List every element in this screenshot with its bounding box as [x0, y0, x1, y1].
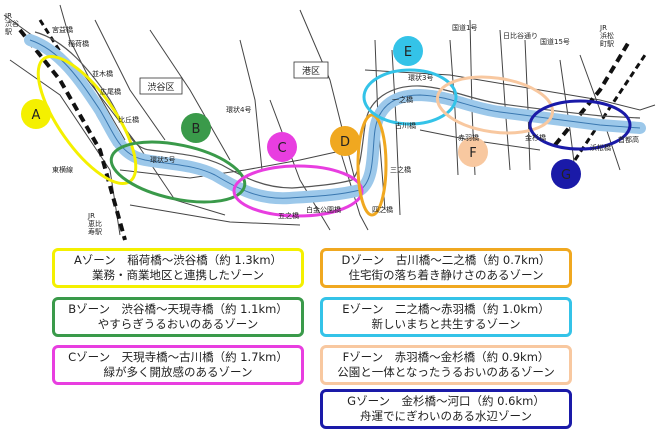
zone-g-outline [528, 99, 632, 151]
zone-f-desc: 公園と一体となったうるおいのあるゾーン [337, 365, 555, 379]
zone-f-marker [458, 137, 488, 167]
bridge-sannohashi: 三之橋 [390, 165, 411, 174]
zone-c-desc: 緑が多く開放感のあるゾーン [103, 365, 253, 379]
bridge-hamasaki: 浜松橋 [590, 143, 611, 152]
bridge-hiroo: 比丘橋 [118, 115, 139, 124]
zone-c-letter: C [277, 141, 286, 156]
bridge-kanasugi: 金杉橋 [525, 133, 546, 142]
zone-g-desc: 舟運でにぎわいのある水辺ゾーン [360, 409, 532, 423]
zone-g-box: Gゾーン 金杉橋～河口（約 0.6km） 舟運でにぎわいのある水辺ゾーン [320, 389, 572, 429]
zone-g-marker [551, 159, 581, 189]
zone-b-letter: B [192, 122, 201, 137]
zone-d-title: Dゾーン 古川橋～二之橋（約 0.7km） [341, 253, 551, 267]
road-kanjo5: 環状5号 [150, 155, 175, 164]
zone-outlines [36, 54, 632, 218]
bridge-labels: 宮益橋 稲荷橋 並木橋 広尾橋 比丘橋 一之橋 古川橋 三之橋 四之橋 白金公園… [52, 25, 611, 220]
zone-b-marker [181, 113, 211, 143]
zone-f-box: Fゾーン 赤羽橋～金杉橋（約 0.9km） 公園と一体となったうるおいのあるゾー… [320, 345, 572, 385]
road-labels: 環状5号 環状4号 環状3号 国道1号 日比谷通り 国道15号 首都高 [150, 23, 639, 164]
zone-e-letter: E [404, 45, 412, 60]
river-edge [29, 39, 641, 199]
zone-c-title: Cゾーン 天現寺橋～古川橋（約 1.7km） [68, 350, 288, 364]
zone-d-outline [356, 113, 388, 217]
road-kanjo3: 環状3号 [408, 73, 433, 82]
ward-labels: 渋谷区 港区 [139, 61, 329, 95]
road-hibiya: 日比谷通り [503, 31, 538, 40]
road-shutoko: 首都高 [618, 135, 639, 144]
zone-e-marker [393, 36, 423, 66]
zone-d-marker [330, 126, 360, 156]
zone-markers: A B C D E F G [21, 36, 581, 189]
zone-b-desc: やすらぎうるおいのあるゾーン [97, 317, 259, 331]
zone-a-title: Aゾーン 稲荷橋～渋谷橋（約 1.3km） [73, 253, 283, 267]
zone-e-title: Eゾーン 二之橋～赤羽橋（約 1.0km） [342, 302, 550, 316]
zone-b-title: Bゾーン 渋谷橋～天現寺橋（約 1.1km） [68, 302, 288, 316]
zone-c-marker [267, 132, 297, 162]
zone-g-title: Gゾーン 金杉橋～河口（約 0.6km） [347, 394, 545, 408]
zone-f-title: Fゾーン 赤羽橋～金杉橋（約 0.9km） [342, 350, 550, 364]
zone-a-marker [21, 99, 51, 129]
zone-d-desc: 住宅街の落ち着き静けさのあるゾーン [348, 268, 544, 282]
ward-minato: 港区 [302, 65, 320, 77]
zone-a-letter: A [32, 108, 41, 123]
bridge-miyamasu: 宮益橋 [52, 25, 73, 34]
road-kokudo1: 国道1号 [452, 23, 477, 32]
zone-c-box: Cゾーン 天現寺橋～古川橋（約 1.7km） 緑が多く開放感のあるゾーン [52, 345, 304, 385]
zone-e-outline [362, 68, 458, 126]
ward-shibuya: 渋谷区 [147, 81, 174, 93]
road-kanjo4: 環状4号 [226, 105, 251, 114]
bridge-gonohashi: 五之橋 [278, 211, 299, 220]
zone-b-box: Bゾーン 渋谷橋～天現寺橋（約 1.1km） やすらぎうるおいのあるゾーン [52, 297, 304, 337]
zone-b-outline [109, 140, 247, 204]
road-kokudo15: 国道15号 [540, 37, 570, 46]
zone-f-letter: F [469, 146, 476, 161]
zone-a-desc: 業務・商業地区と連携したゾーン [92, 268, 264, 282]
zone-g-letter: G [561, 168, 571, 183]
zone-f-outline [435, 75, 555, 135]
bridge-kotsu: 広尾橋 [100, 87, 121, 96]
bridge-yonnohashi: 四之橋 [372, 205, 393, 214]
bridge-ichinohashi: 一之橋 [392, 95, 413, 104]
ward-box-shibuya [139, 77, 183, 95]
zone-d-letter: D [340, 135, 350, 150]
bridge-inari: 稲荷橋 [68, 39, 89, 48]
bridge-shirogane: 白金公園橋 [306, 205, 341, 214]
bridge-nanmoki: 並木橋 [92, 69, 113, 78]
bridge-furukawa: 古川橋 [395, 121, 416, 130]
zone-e-desc: 新しいまちと共生するゾーン [371, 317, 521, 331]
zone-d-box: Dゾーン 古川橋～二之橋（約 0.7km） 住宅街の落ち着き静けさのあるゾーン [320, 248, 572, 288]
ward-box-minato [293, 61, 329, 79]
bridge-akabane: 赤羽橋 [458, 133, 479, 142]
line-toyoko: 東横線 [52, 165, 73, 174]
zone-e-box: Eゾーン 二之橋～赤羽橋（約 1.0km） 新しいまちと共生するゾーン [320, 297, 572, 337]
zone-a-box: Aゾーン 稲荷橋～渋谷橋（約 1.3km） 業務・商業地区と連携したゾーン [52, 248, 304, 288]
zone-c-outline [232, 164, 364, 218]
